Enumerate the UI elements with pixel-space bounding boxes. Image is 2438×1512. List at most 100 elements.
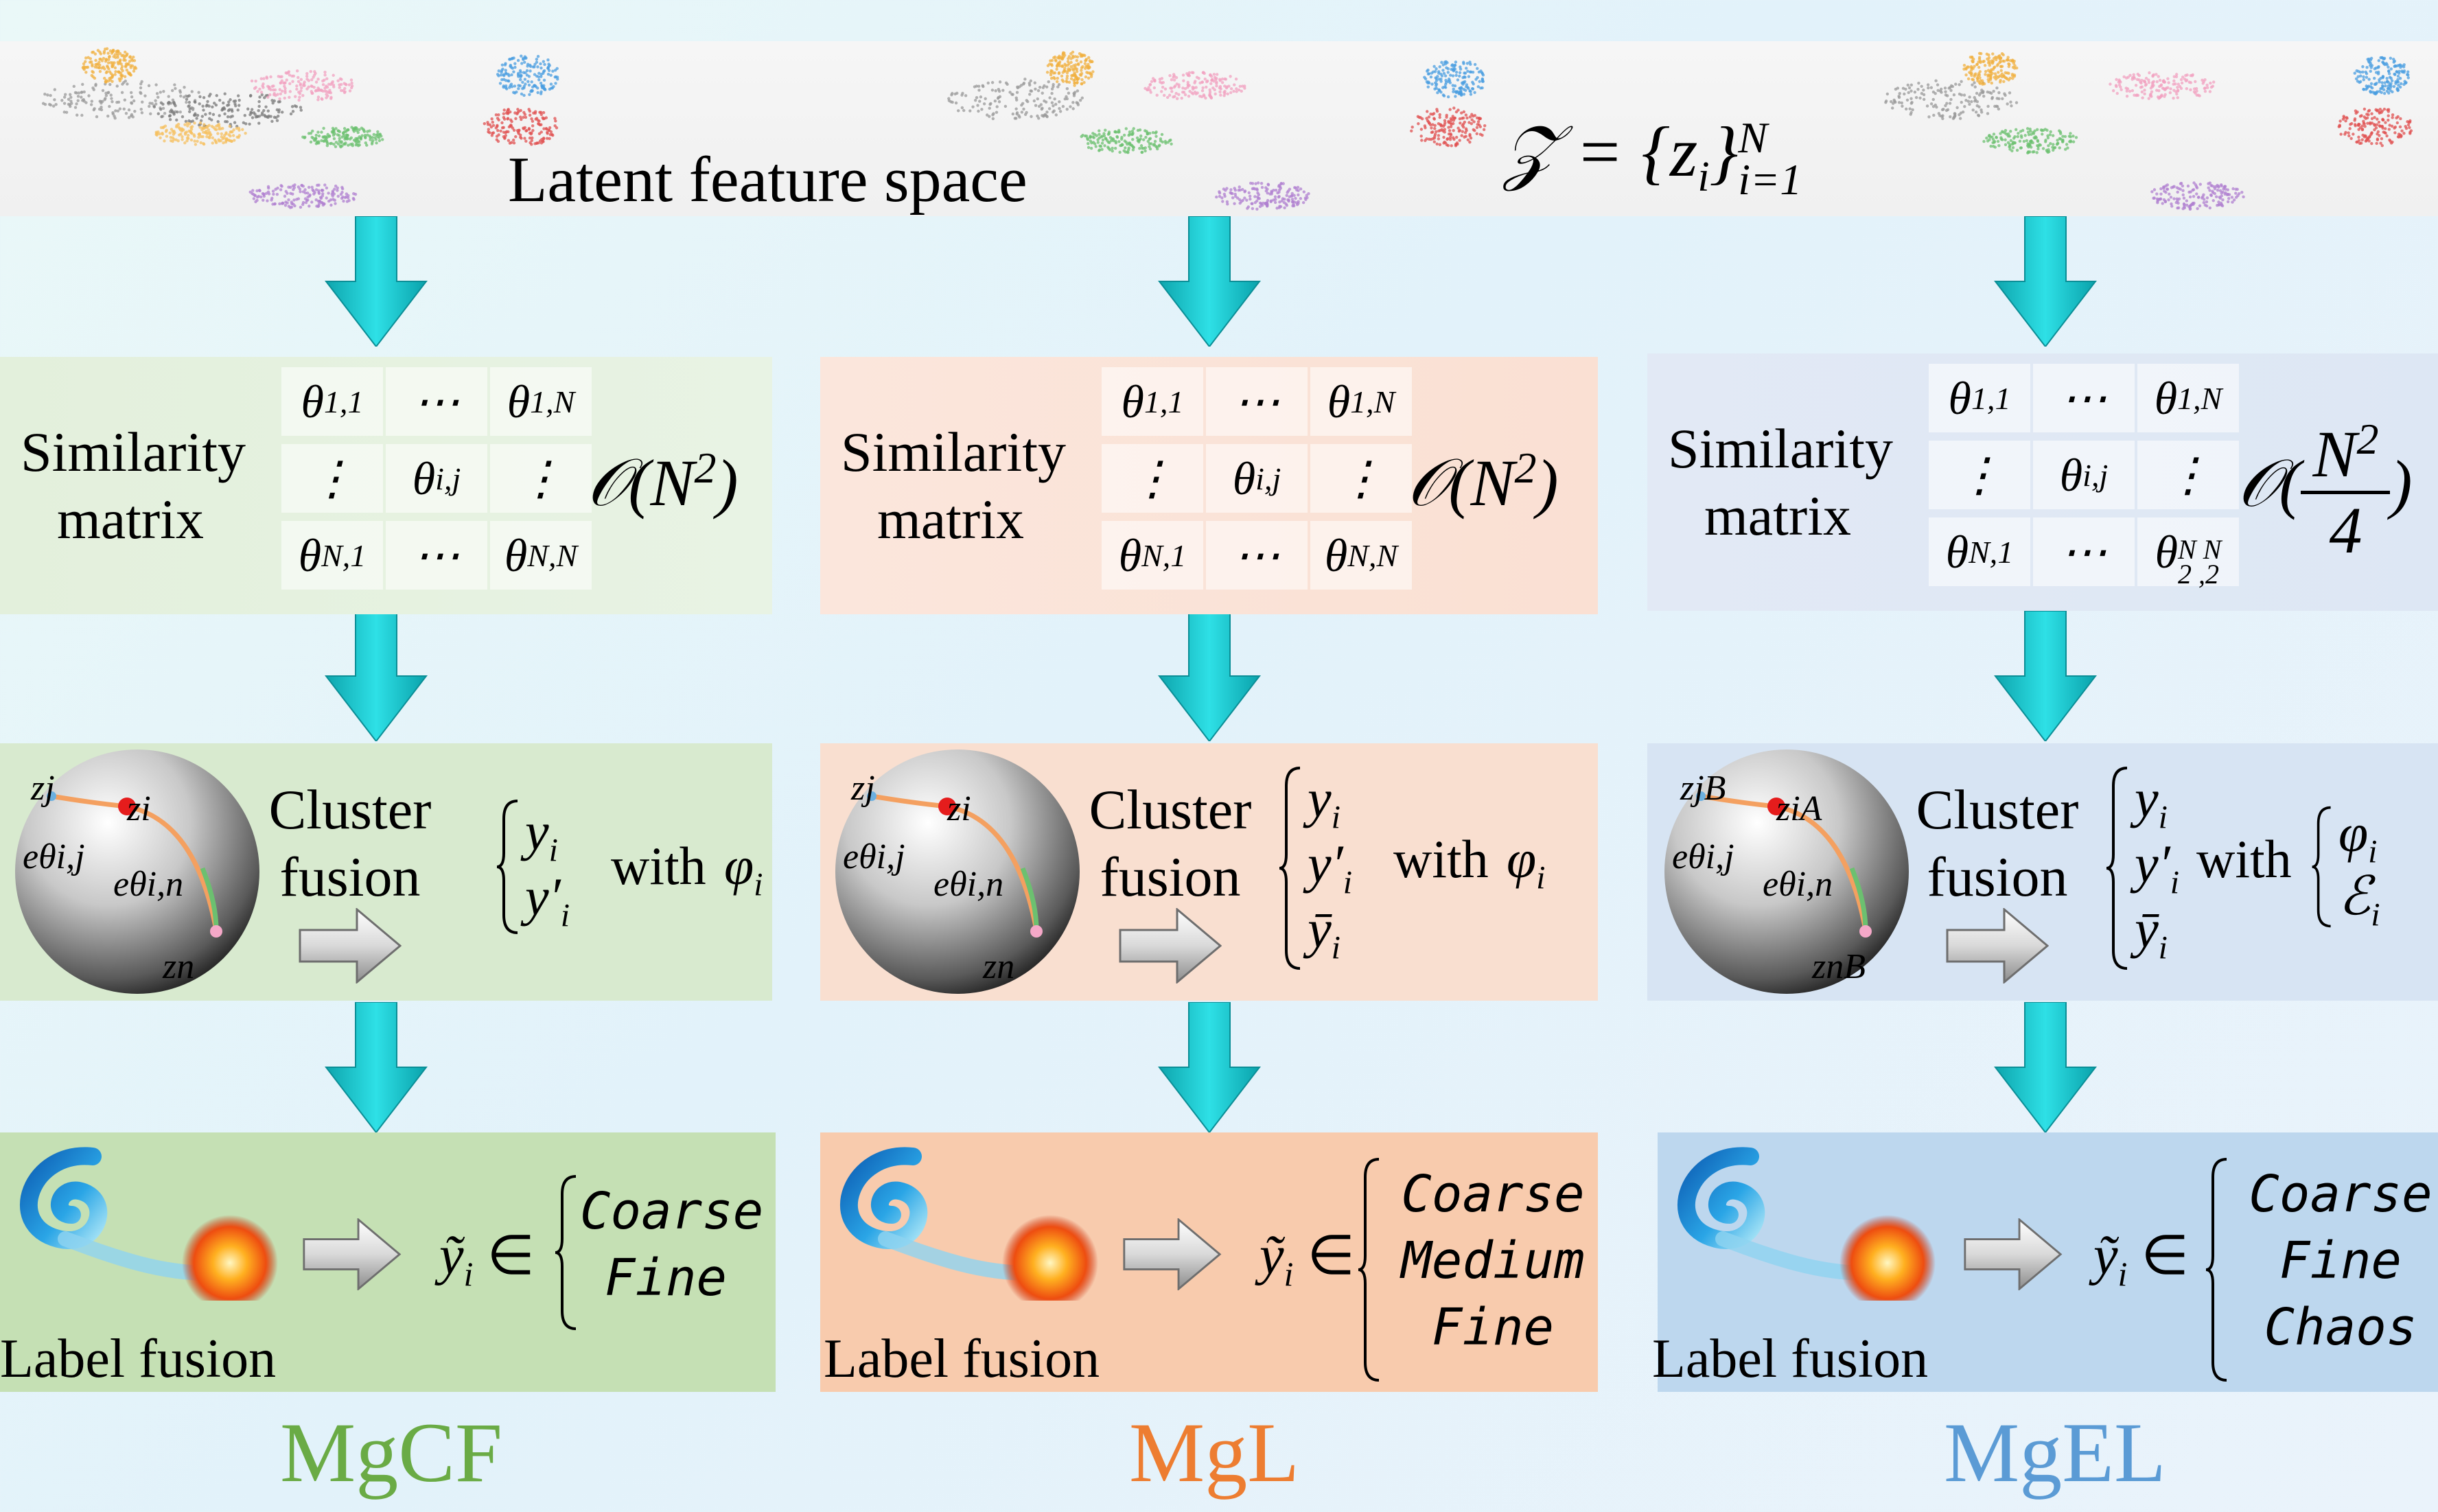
cluster-param: φi xyxy=(1507,829,1546,896)
label-output-item: Fine xyxy=(1431,1298,1555,1357)
matrix-cell: ⋯ xyxy=(386,521,487,590)
label-fusion-swirl-icon xyxy=(840,1147,1098,1301)
down-arrow-icon xyxy=(1994,216,2097,347)
hypersphere-icon xyxy=(835,749,1080,994)
down-arrow-icon xyxy=(1158,1002,1261,1132)
sphere-label: zn xyxy=(983,947,1015,986)
cluster-output: yi xyxy=(2135,769,2168,836)
left-brace-icon xyxy=(1279,767,1301,970)
sphere-label: zj xyxy=(851,769,875,808)
cluster-output: ȳi xyxy=(1308,899,1340,966)
label-output-prefix: ỹi ∈ xyxy=(1259,1226,1356,1293)
label-output-item: Coarse xyxy=(1401,1165,1585,1224)
method-name-mgcf: MgCF xyxy=(280,1406,502,1500)
cluster-with-label: with xyxy=(1393,829,1489,889)
cluster-output: yi xyxy=(525,802,558,869)
cluster-output: ȳi xyxy=(2135,899,2168,966)
sphere-label: znB xyxy=(1812,947,1866,986)
label-output-item: Chaos xyxy=(2264,1298,2417,1357)
cluster-param: ℰi xyxy=(2338,866,2380,933)
right-arrow-icon xyxy=(303,1218,402,1290)
label-fusion-label: Label fusion xyxy=(0,1329,277,1389)
sphere-label: zi xyxy=(947,789,971,828)
sphere-label: eθi,j xyxy=(23,837,85,876)
latent-space-band xyxy=(0,41,2438,216)
right-arrow-icon xyxy=(1946,908,2049,984)
sphere-label: eθi,n xyxy=(933,865,1004,904)
matrix-cell: ⋮ xyxy=(1310,444,1412,513)
sphere-label: eθi,j xyxy=(1672,837,1734,876)
label-fusion-label: Label fusion xyxy=(1652,1329,1929,1389)
label-output-prefix: ỹi ∈ xyxy=(2093,1226,2190,1293)
right-arrow-icon xyxy=(299,908,402,984)
down-arrow-icon xyxy=(1994,611,2097,741)
matrix-cell: ⋮ xyxy=(1102,444,1203,513)
matrix-cell: ⋮ xyxy=(490,444,592,513)
label-output-item: Coarse xyxy=(580,1182,764,1241)
label-output-item: Fine xyxy=(604,1248,728,1307)
down-arrow-icon xyxy=(1158,611,1261,741)
cluster-output: y′i xyxy=(2135,834,2180,901)
latent-space-label: Latent feature space xyxy=(508,144,1028,216)
down-arrow-icon xyxy=(325,1002,428,1132)
left-brace-icon xyxy=(2312,806,2331,928)
matrix-cell: ⋯ xyxy=(1206,367,1308,436)
down-arrow-icon xyxy=(1994,1002,2097,1132)
label-output-item: Fine xyxy=(2279,1231,2402,1290)
left-brace-icon xyxy=(555,1175,577,1330)
cluster-output: y′i xyxy=(1308,834,1353,901)
left-brace-icon xyxy=(496,800,518,934)
down-arrow-icon xyxy=(325,216,428,347)
matrix-cell: ⋯ xyxy=(2033,517,2135,586)
sphere-label: zj xyxy=(31,769,55,808)
label-fusion-label: Label fusion xyxy=(824,1329,1100,1389)
matrix-cell: ⋮ xyxy=(281,444,383,513)
right-arrow-icon xyxy=(1123,1218,1222,1290)
complexity-label: 𝒪(N2) xyxy=(1407,443,1559,520)
label-fusion-swirl-icon xyxy=(1677,1147,1936,1301)
label-output-item: Medium xyxy=(1401,1231,1585,1290)
right-arrow-icon xyxy=(1964,1218,2063,1290)
method-name-mgel: MgEL xyxy=(1944,1406,2166,1500)
cluster-param: φi xyxy=(724,836,763,903)
matrix-cell: ⋯ xyxy=(386,367,487,436)
sphere-label: zn xyxy=(163,947,195,986)
complexity-label: 𝒪(N2) xyxy=(587,443,739,520)
cluster-output: yi xyxy=(1308,769,1340,836)
down-arrow-icon xyxy=(325,611,428,741)
sphere-label: eθi,n xyxy=(113,865,184,904)
matrix-cell: ⋮ xyxy=(2137,441,2239,509)
method-name-mgl: MgL xyxy=(1129,1406,1299,1500)
left-brace-icon xyxy=(1358,1158,1380,1382)
sphere-label: zi xyxy=(127,789,151,828)
sphere-label: zjB xyxy=(1680,769,1726,808)
right-arrow-icon xyxy=(1119,908,1222,984)
left-brace-icon xyxy=(2205,1158,2227,1382)
down-arrow-icon xyxy=(1158,216,1261,347)
left-brace-icon xyxy=(2106,767,2128,970)
matrix-cell: ⋯ xyxy=(2033,364,2135,432)
sphere-label: eθi,n xyxy=(1763,865,1833,904)
cluster-output: y′i xyxy=(525,867,570,934)
